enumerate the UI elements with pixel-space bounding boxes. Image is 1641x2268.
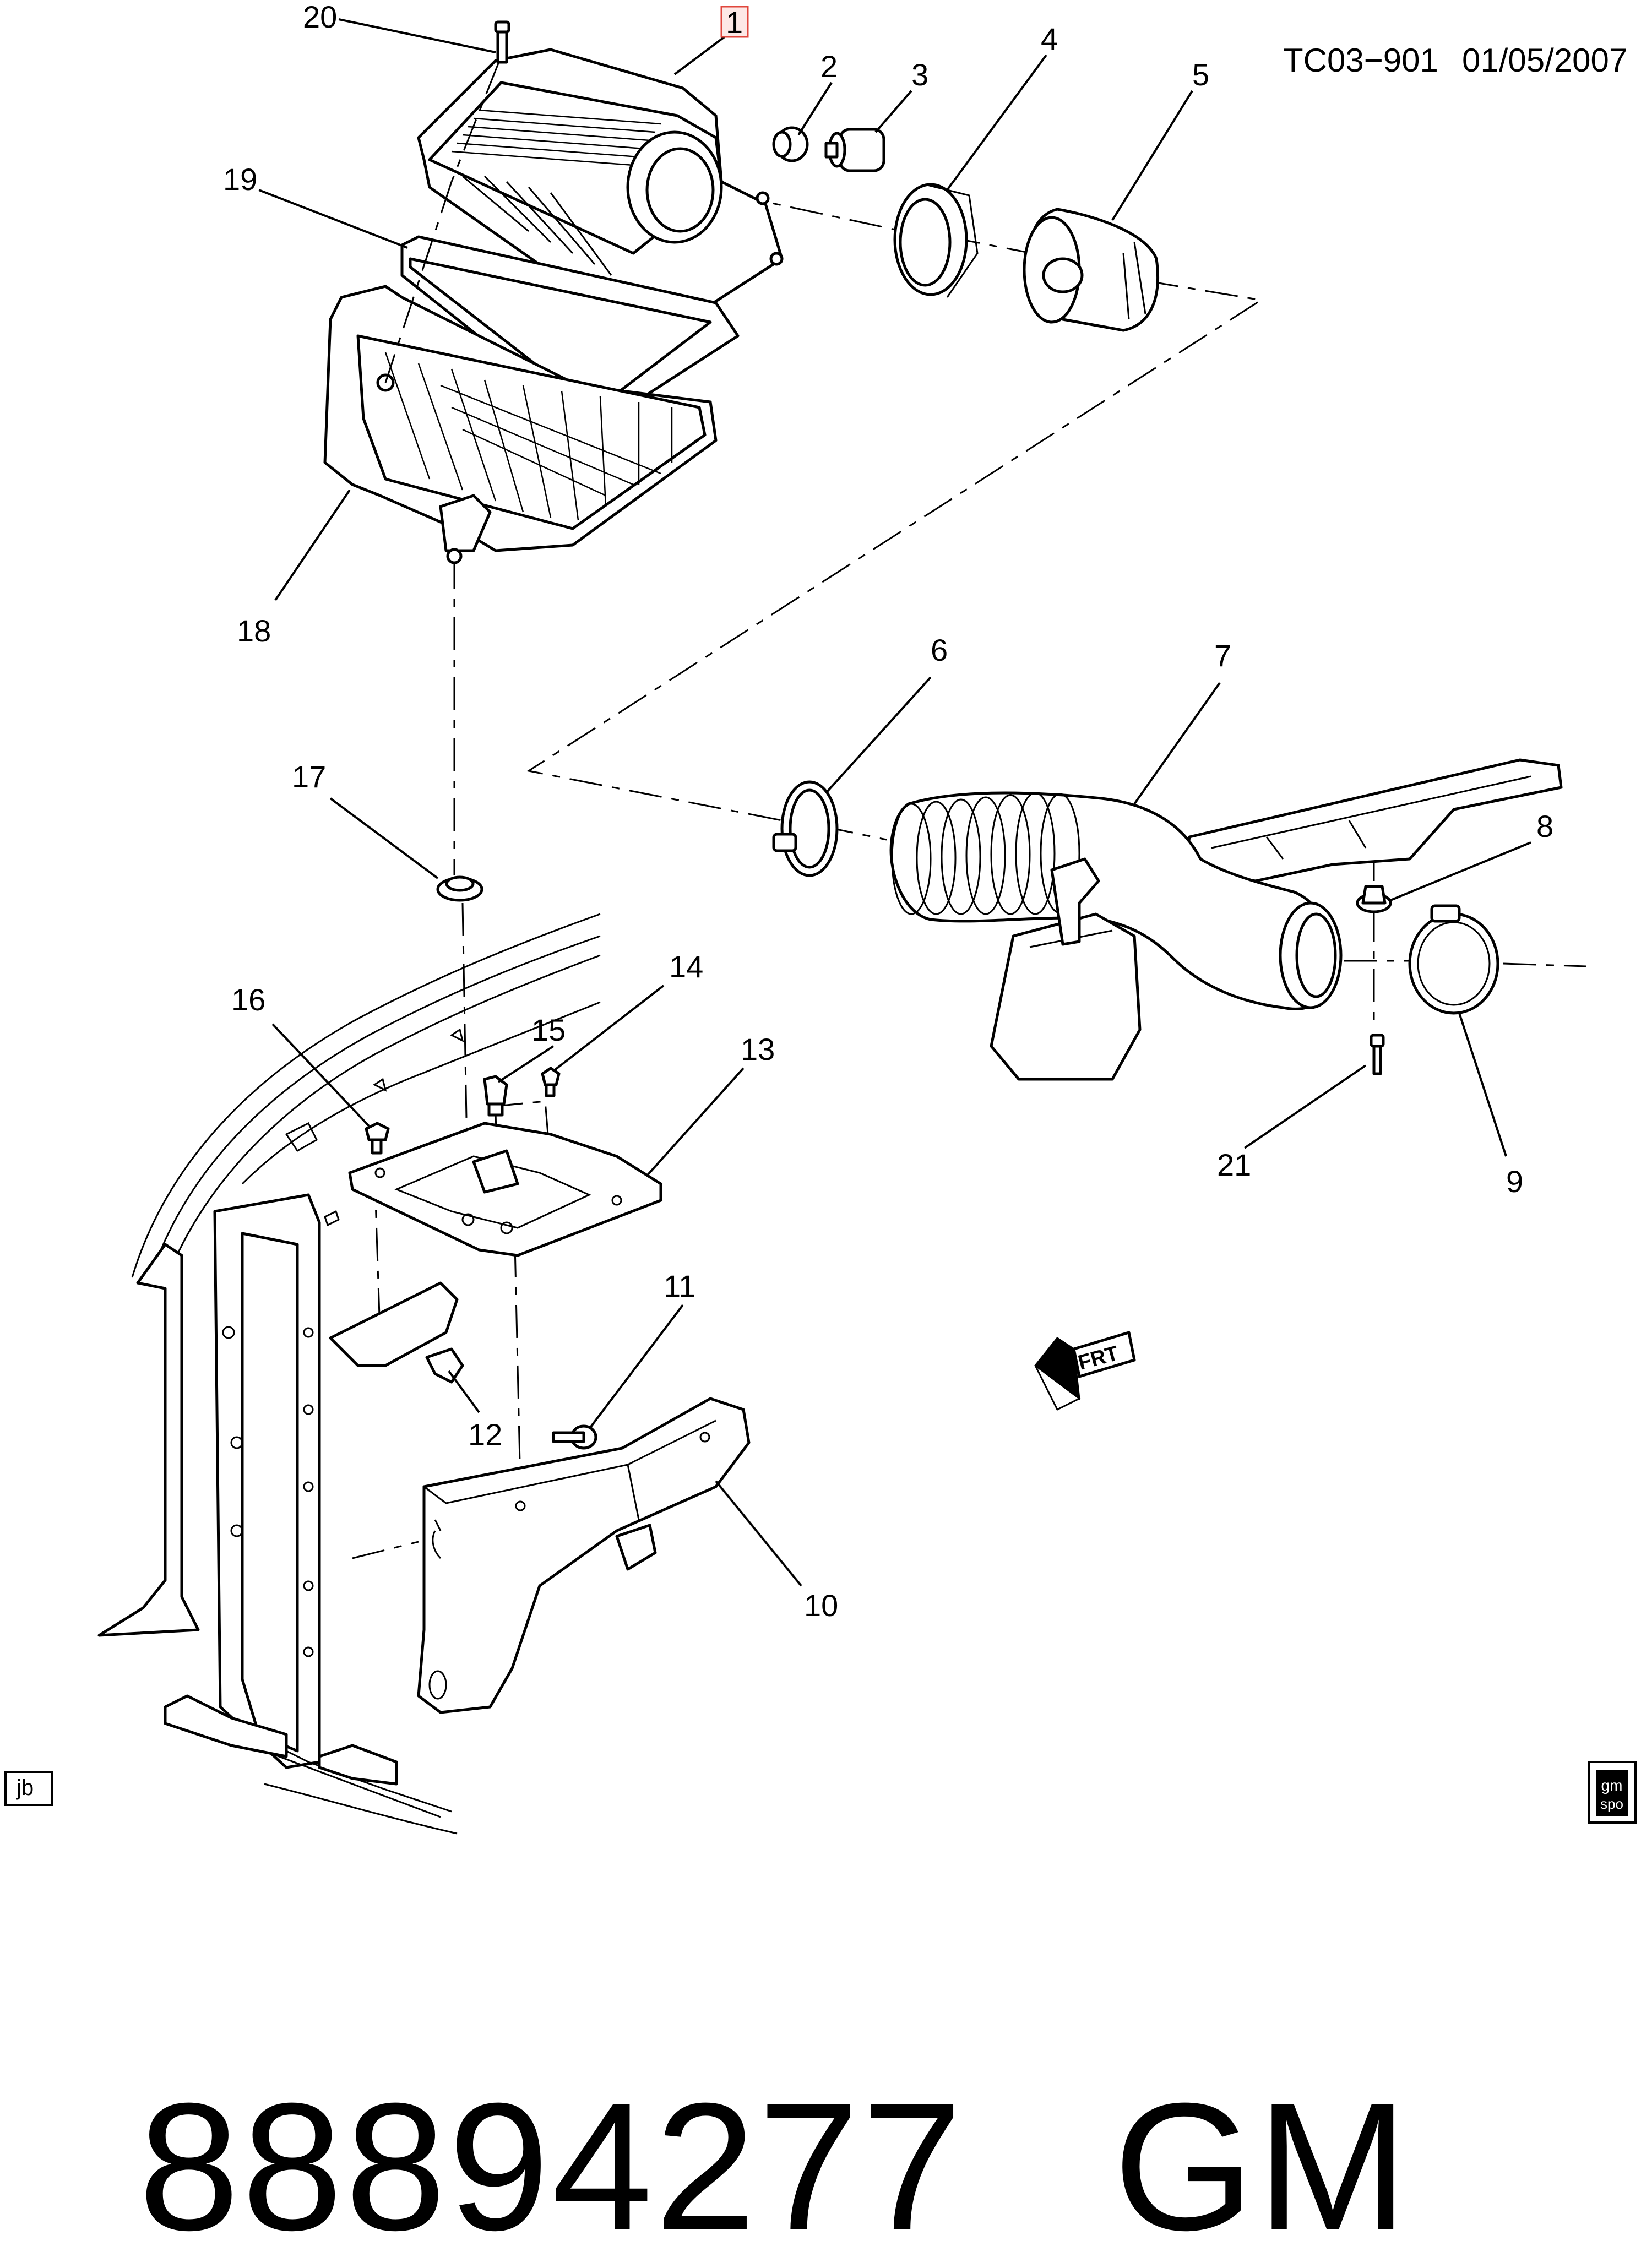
support-bracket-10 [417, 1397, 751, 1714]
callout-16: 16 [231, 982, 265, 1017]
callout-13: 13 [741, 1032, 775, 1067]
callout-10: 10 [804, 1588, 838, 1623]
callout-8: 8 [1536, 809, 1553, 844]
bolt-21 [1370, 1034, 1385, 1075]
bolt-14 [541, 1067, 561, 1097]
sensor-3 [824, 128, 885, 172]
callout-20: 20 [303, 0, 337, 34]
diagram-reference-code: TC03−901 [1283, 42, 1438, 79]
callout-3: 3 [911, 57, 928, 92]
screw-20 [384, 20, 510, 383]
callout-21: 21 [1217, 1147, 1251, 1182]
jb-badge-label: jb [16, 1776, 34, 1800]
air-cleaner-bracket-13 [348, 1122, 662, 1257]
parts-diagram: TC03−901 01/05/2007 [4, 0, 1637, 1835]
callout-6: 6 [931, 633, 948, 667]
front-direction-arrow-icon: FRT [1034, 1331, 1136, 1411]
vehicle-body-outline [97, 913, 601, 1835]
callout-4: 4 [1041, 21, 1058, 56]
callout-18: 18 [237, 613, 271, 648]
nut-15 [483, 1075, 508, 1117]
callout-15: 15 [531, 1013, 566, 1047]
grommet-17 [436, 875, 483, 902]
bolt-11 [552, 1424, 597, 1450]
air-cleaner-cover [417, 48, 784, 336]
callout-11: 11 [664, 1269, 695, 1303]
callout-1: 1 [726, 5, 743, 40]
callout-19: 19 [223, 162, 257, 197]
adapter-ring-4 [893, 183, 979, 298]
air-cleaner-housing [323, 285, 718, 564]
spo-logo-text: spo [1600, 1796, 1623, 1812]
callout-14: 14 [669, 949, 703, 984]
air-intake-duct-7 [889, 758, 1563, 1081]
callout-7: 7 [1214, 638, 1231, 673]
grommet-2 [772, 126, 809, 162]
callout-17: 17 [292, 759, 326, 794]
gm-logo-text: gm [1601, 1777, 1623, 1794]
mass-airflow-sensor-5 [1023, 208, 1159, 332]
hose-clamp-9 [1408, 904, 1499, 1015]
gm-spo-logo: gm spo [1588, 1761, 1637, 1824]
leader-lines [258, 18, 1531, 1587]
callout-2: 2 [820, 49, 838, 84]
callout-labels: 1 2 3 4 5 6 7 8 9 10 11 12 13 14 15 16 1… [223, 0, 1553, 1623]
hose-clamp-6 [772, 780, 839, 877]
part-number: 88894277 [138, 2065, 965, 2268]
jb-badge: jb [4, 1771, 53, 1806]
callout-12: 12 [468, 1417, 502, 1452]
callout-5: 5 [1192, 57, 1209, 92]
bolt-16 [365, 1122, 390, 1155]
clip-12 [425, 1347, 464, 1384]
grommet-8 [1356, 885, 1392, 913]
diagram-date: 01/05/2007 [1462, 42, 1627, 79]
brand-name: GM [1113, 2065, 1411, 2268]
callout-9: 9 [1506, 1164, 1523, 1199]
callout-1-highlight [720, 6, 749, 38]
